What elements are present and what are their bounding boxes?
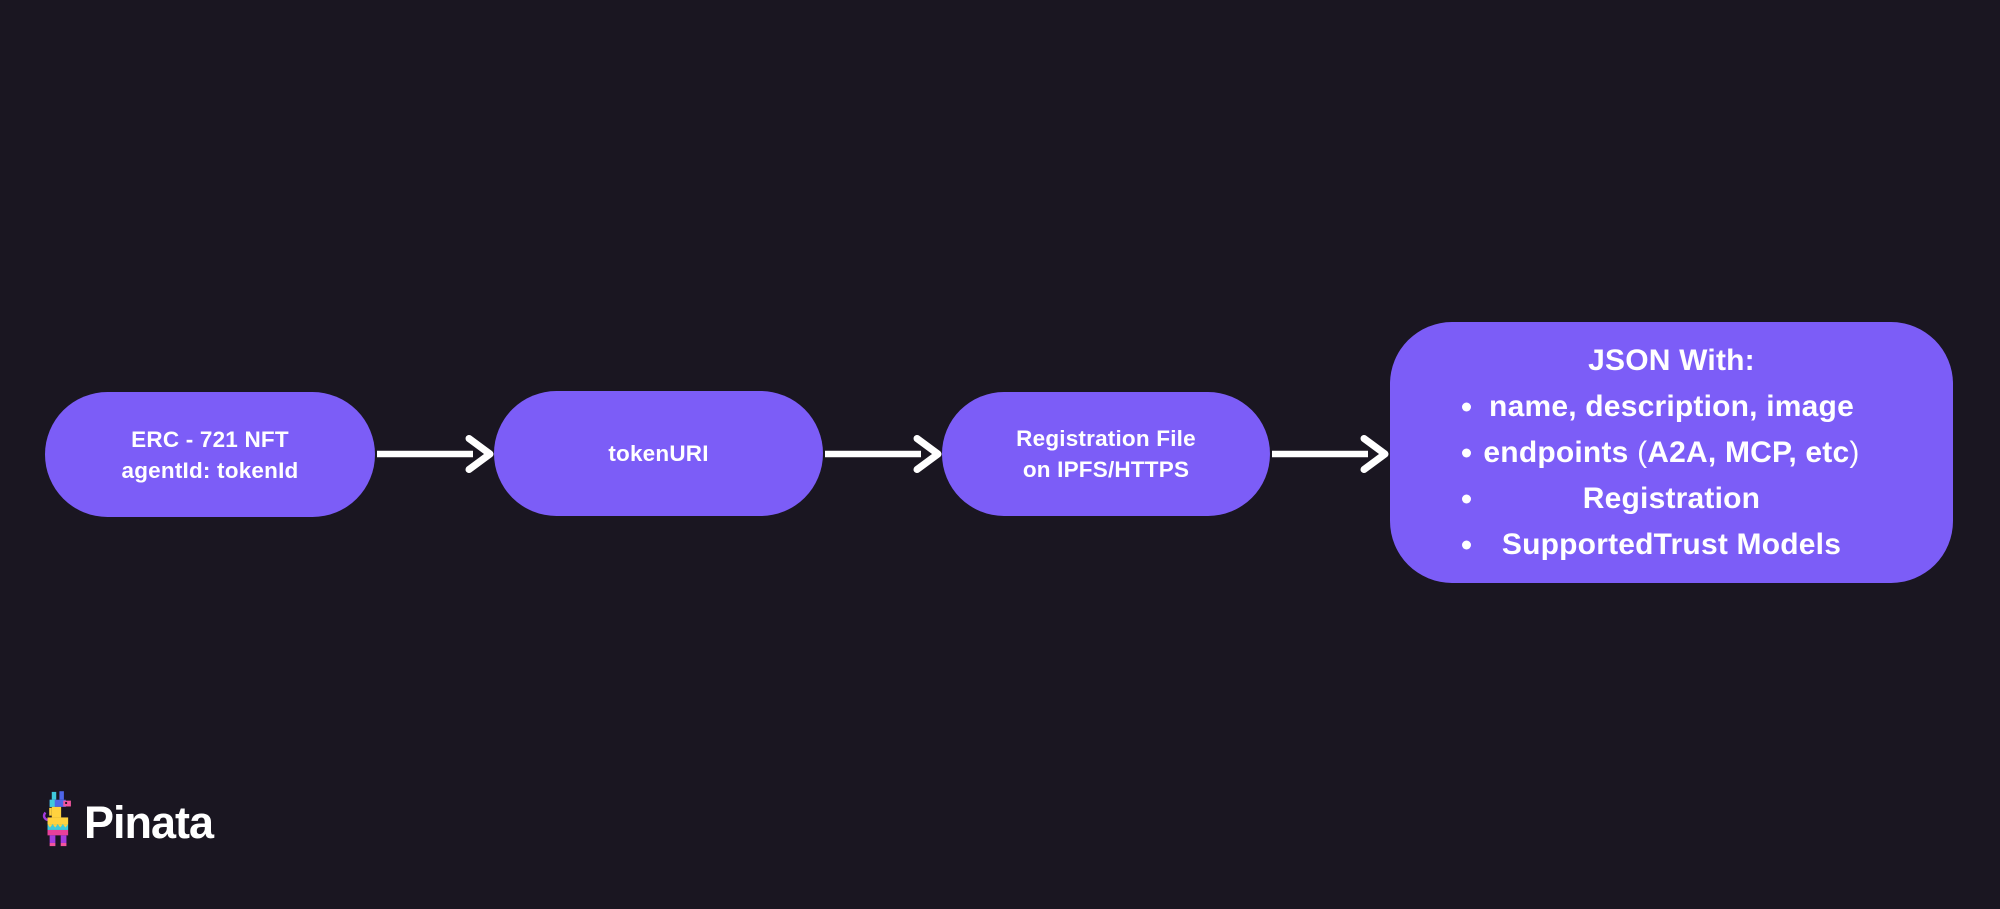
node-text-line: Registration File bbox=[1016, 426, 1196, 451]
arrow-right-icon bbox=[1272, 435, 1389, 473]
json-bullet-item: endpoints (A2A, MCP, etc) bbox=[1390, 430, 1953, 476]
arrow-right-icon bbox=[825, 435, 942, 473]
bullet-text: name, description, image bbox=[1489, 389, 1854, 423]
bullet-dot bbox=[1462, 402, 1471, 411]
bullet-dot bbox=[1462, 448, 1471, 457]
node-text-line: tokenURI bbox=[608, 441, 709, 466]
pinata-wordmark: Pinata bbox=[84, 797, 214, 848]
bullet-text: endpoints (A2A, MCP, etc) bbox=[1483, 435, 1860, 469]
arrow-right-icon bbox=[377, 435, 494, 473]
flow-node-tokenuri: tokenURI bbox=[494, 391, 823, 516]
bullet-dot bbox=[1462, 540, 1471, 549]
node-text-line: on IPFS/HTTPS bbox=[1022, 457, 1190, 482]
node-text-line: ERC - 721 NFT bbox=[131, 426, 289, 452]
flow-node-erc721-nft: ERC - 721 NFT agentId: tokenId bbox=[45, 392, 375, 517]
node-text-line: agentId: tokenId bbox=[121, 457, 299, 483]
flow-node-json-with: JSON With: name, description, image endp… bbox=[1390, 322, 1953, 583]
json-bullet-item: name, description, image bbox=[1390, 384, 1953, 430]
bullet-text: SupportedTrust Models bbox=[1501, 527, 1842, 561]
json-box-title: JSON With: bbox=[1588, 343, 1755, 377]
json-bullet-item: SupportedTrust Models bbox=[1390, 522, 1953, 568]
pinata-llama-icon bbox=[42, 791, 71, 847]
bullet-text: Registration bbox=[1582, 481, 1761, 515]
flow-node-registration-file: Registration File on IPFS/HTTPS bbox=[942, 392, 1270, 516]
bullet-dot bbox=[1462, 494, 1471, 503]
json-bullet-item: Registration bbox=[1390, 476, 1953, 522]
